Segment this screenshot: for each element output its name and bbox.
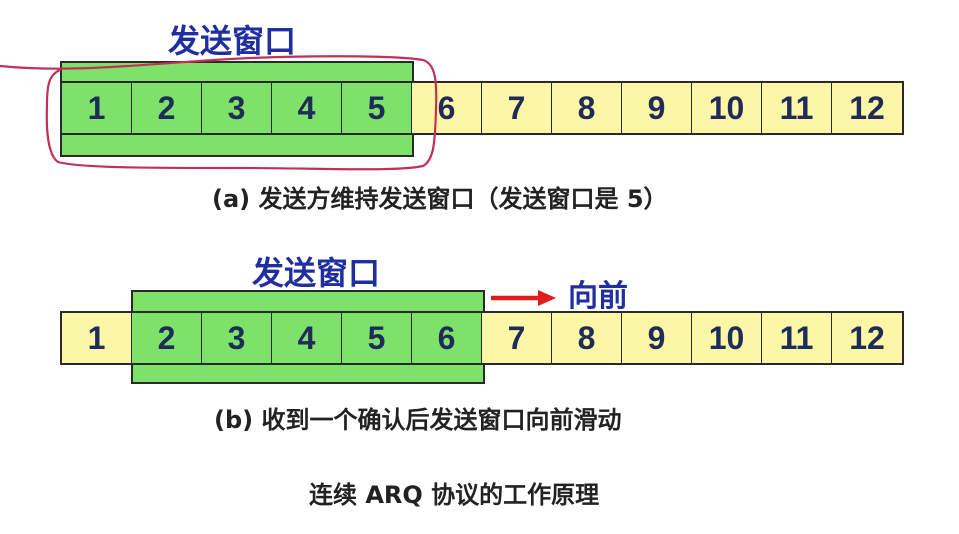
frame-cell: 2 xyxy=(132,83,202,133)
frame-cell: 10 xyxy=(692,313,762,363)
frame-cell: 7 xyxy=(482,313,552,363)
frame-cell: 8 xyxy=(552,83,622,133)
frame-cell: 1 xyxy=(62,313,132,363)
frame-cell: 6 xyxy=(412,83,482,133)
frame-cell: 9 xyxy=(622,313,692,363)
frame-cell: 12 xyxy=(832,313,902,363)
frame-cell: 9 xyxy=(622,83,692,133)
frame-cell: 10 xyxy=(692,83,762,133)
frame-cell: 4 xyxy=(272,83,342,133)
forward-arrow-icon xyxy=(491,290,556,306)
frame-cell: 11 xyxy=(762,83,832,133)
window-label-a: 发送窗口 xyxy=(168,22,297,60)
frame-cell: 5 xyxy=(342,83,412,133)
frame-cell: 12 xyxy=(832,83,902,133)
footer-title: 连续 ARQ 协议的工作原理 xyxy=(309,481,600,509)
caption-a: (a) 发送方维持发送窗口（发送窗口是 5） xyxy=(212,185,668,213)
frame-cell: 6 xyxy=(412,313,482,363)
frame-cell: 5 xyxy=(342,313,412,363)
direction-label: 向前 xyxy=(568,279,628,314)
frame-sequence-a: 1 2 3 4 5 6 7 8 9 10 11 12 xyxy=(60,81,904,135)
frame-cell: 4 xyxy=(272,313,342,363)
frame-cell: 11 xyxy=(762,313,832,363)
frame-cell: 2 xyxy=(132,313,202,363)
window-label-b: 发送窗口 xyxy=(252,254,381,292)
frame-cell: 8 xyxy=(552,313,622,363)
frame-cell: 3 xyxy=(202,313,272,363)
frame-cell: 1 xyxy=(62,83,132,133)
frame-cell: 7 xyxy=(482,83,552,133)
frame-sequence-b: 1 2 3 4 5 6 7 8 9 10 11 12 xyxy=(60,311,904,365)
frame-cell: 3 xyxy=(202,83,272,133)
caption-b: (b) 收到一个确认后发送窗口向前滑动 xyxy=(214,406,622,434)
